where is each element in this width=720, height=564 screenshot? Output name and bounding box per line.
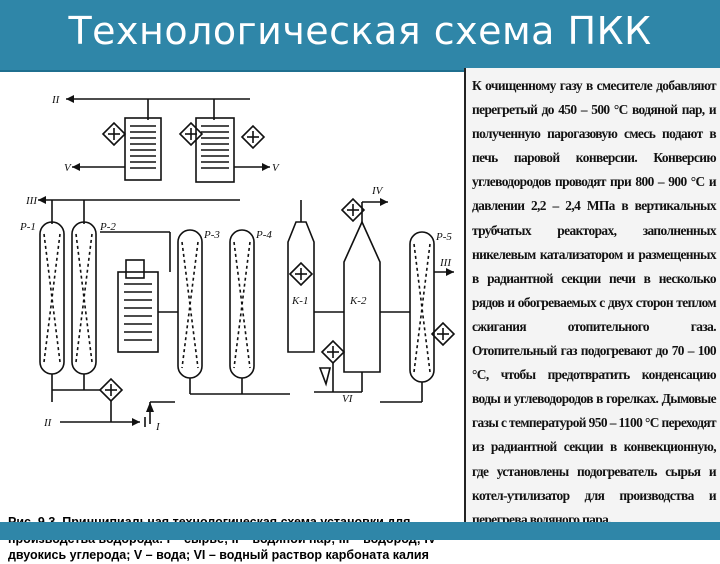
label-reactor-p2: Р-2 xyxy=(99,221,116,233)
process-flow-diagram: II V V III IV III II I VI Р-1 Р-2 Р-3 Р-… xyxy=(0,72,464,562)
reactor-p5 xyxy=(409,231,435,383)
scanned-text-panel: К очищенному газу в смесителе добавляют … xyxy=(464,68,720,528)
label-reactor-p4: Р-4 xyxy=(255,229,272,241)
reactor-p1 xyxy=(39,221,65,375)
heat-exchanger-2 xyxy=(178,121,204,147)
heat-exchanger-6 xyxy=(340,197,366,223)
slide-header: Технологическая схема ПКК xyxy=(0,0,720,73)
label-reactor-p1: Р-1 xyxy=(19,221,36,233)
furnace-stack xyxy=(125,259,145,279)
label-stream-v-right: V xyxy=(272,162,280,174)
label-reactor-p3: Р-3 xyxy=(203,229,220,241)
label-stream-iii-left: III xyxy=(25,195,38,207)
diagram-canvas: II V V III IV III II I VI Р-1 Р-2 Р-3 Р-… xyxy=(19,94,456,433)
label-column-k1: К-1 xyxy=(291,295,308,307)
label-stream-ii-bottom: II xyxy=(43,417,53,429)
footer-band xyxy=(0,522,720,540)
label-column-k2: К-2 xyxy=(349,295,367,307)
column-k1 xyxy=(287,221,315,353)
furnace-2 xyxy=(195,117,235,183)
heat-exchanger-4 xyxy=(98,377,124,403)
body-paragraph: К очищенному газу в смесителе добавляют … xyxy=(472,78,717,527)
pump xyxy=(318,367,332,387)
label-stream-i: I xyxy=(155,421,161,433)
label-stream-ii-top: II xyxy=(51,94,61,106)
label-stream-iv: IV xyxy=(371,185,384,197)
reactor-p2 xyxy=(71,221,97,375)
slide-title: Технологическая схема ПКК xyxy=(68,9,652,53)
heat-exchanger-8 xyxy=(430,321,456,347)
label-stream-vi: VI xyxy=(342,393,354,405)
heat-exchanger-3 xyxy=(240,124,266,150)
heat-exchanger-5 xyxy=(288,261,314,287)
column-k2 xyxy=(343,220,381,373)
label-reactor-p5: Р-5 xyxy=(435,231,452,243)
heat-exchanger-7 xyxy=(320,339,346,365)
label-stream-iii-right: III xyxy=(439,257,452,269)
label-stream-v-left: V xyxy=(64,162,72,174)
furnace-1 xyxy=(124,117,162,181)
